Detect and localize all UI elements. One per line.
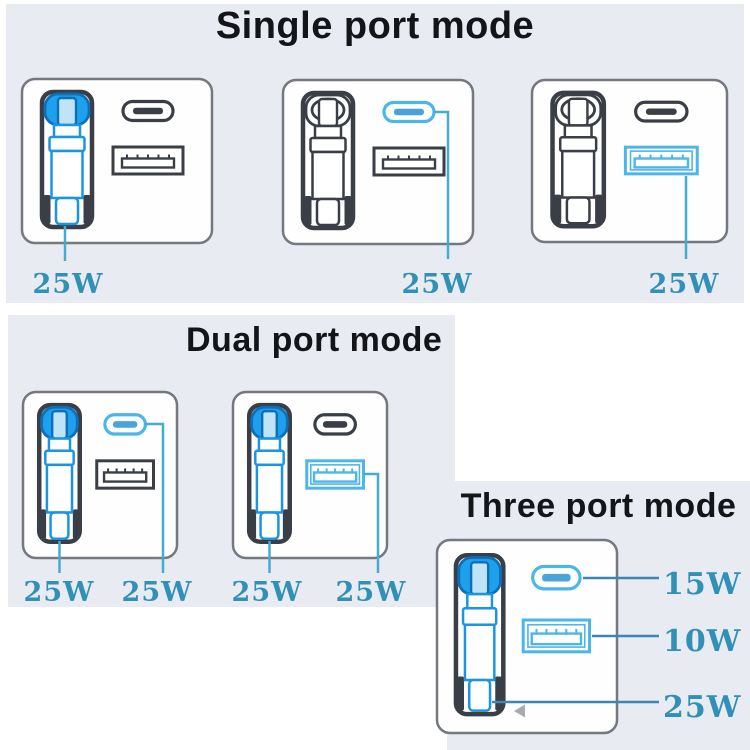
slot-wall	[40, 509, 47, 539]
usba-port-icon	[623, 145, 699, 176]
slot-wall	[72, 509, 79, 539]
slot-wall	[83, 195, 91, 224]
wattage-label: 25W	[232, 577, 303, 608]
slot-wall	[304, 196, 312, 225]
charger-diagram	[435, 538, 619, 735]
slot-wall	[282, 509, 289, 539]
wattage-label: 10W	[663, 624, 742, 659]
slot-wall	[43, 195, 51, 224]
usbc-port-icon	[103, 413, 147, 436]
leader-line	[363, 472, 380, 573]
retractable-cable-icon	[250, 405, 289, 541]
charger-diagram	[530, 78, 729, 244]
wattage-label: 25W	[649, 269, 720, 300]
retractable-cable-icon	[304, 93, 352, 227]
usbc-port-icon	[313, 413, 357, 436]
retractable-cable-icon	[457, 556, 502, 712]
charger-diagram	[21, 390, 179, 560]
retractable-cable-icon	[554, 93, 603, 225]
usba-port-icon	[111, 145, 185, 176]
slot-wall	[595, 194, 603, 224]
usba-port-icon	[372, 146, 446, 177]
slot-wall	[457, 676, 464, 711]
wattage-label: 25W	[33, 269, 104, 300]
slot-wall	[250, 509, 257, 539]
leader-line	[434, 110, 450, 259]
dual-port-mode-title: Dual port mode	[186, 321, 443, 359]
leader-line	[145, 422, 165, 573]
charger-diagram	[20, 77, 214, 245]
usbc-port-icon	[531, 564, 582, 591]
usba-port-icon	[521, 618, 592, 654]
usbc-port-icon	[121, 99, 175, 123]
slot-wall	[344, 196, 352, 225]
usbc-port-icon	[634, 100, 689, 123]
charger-diagram	[281, 78, 475, 246]
wattage-label: 25W	[336, 577, 407, 608]
single-port-mode-title: Single port mode	[215, 5, 535, 47]
three-port-mode-title: Three port mode	[460, 487, 737, 525]
usba-port-icon	[305, 459, 365, 490]
wattage-label: 25W	[24, 577, 95, 608]
wattage-label: 25W	[402, 269, 473, 300]
wattage-label: 15W	[663, 567, 742, 602]
usba-port-icon	[95, 459, 155, 490]
slot-wall	[495, 676, 502, 711]
slot-wall	[554, 194, 562, 224]
watermark-arrow-icon	[514, 704, 525, 718]
wattage-label: 25W	[663, 690, 742, 725]
retractable-cable-icon	[40, 405, 79, 541]
usbc-port-icon	[382, 100, 436, 124]
retractable-cable-icon	[43, 92, 91, 226]
wattage-label: 25W	[122, 577, 193, 608]
